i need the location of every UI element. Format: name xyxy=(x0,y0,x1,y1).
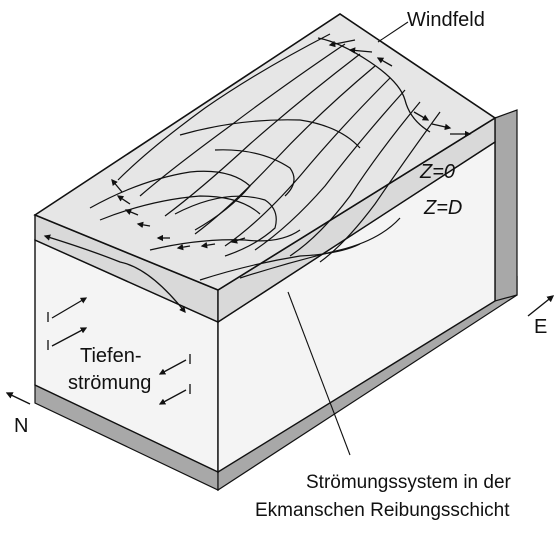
surface-flow-arrows xyxy=(111,179,246,251)
wind-profile xyxy=(317,37,472,138)
windfeld-label: Windfeld xyxy=(407,9,485,31)
east-label: E xyxy=(534,316,547,338)
caption-line1: Strömungssystem in der xyxy=(306,472,512,493)
z0-label: Z=0 xyxy=(419,161,455,183)
tiefen-label-line2: strömung xyxy=(68,372,151,394)
north-arrow xyxy=(5,392,31,405)
surface-streamlines xyxy=(89,33,441,281)
tiefen-label-line1: Tiefen- xyxy=(80,345,142,367)
caption-line2: Ekmanschen Reibungsschicht xyxy=(255,500,510,521)
caption-leader xyxy=(287,291,351,456)
windfeld-leader xyxy=(377,21,409,43)
right-back-strip xyxy=(494,109,518,302)
depth-current-arrows xyxy=(47,297,191,405)
north-label: N xyxy=(14,415,28,437)
east-arrow xyxy=(527,295,555,317)
zd-label: Z=D xyxy=(423,197,462,219)
layer-front-flow-line xyxy=(43,234,186,314)
